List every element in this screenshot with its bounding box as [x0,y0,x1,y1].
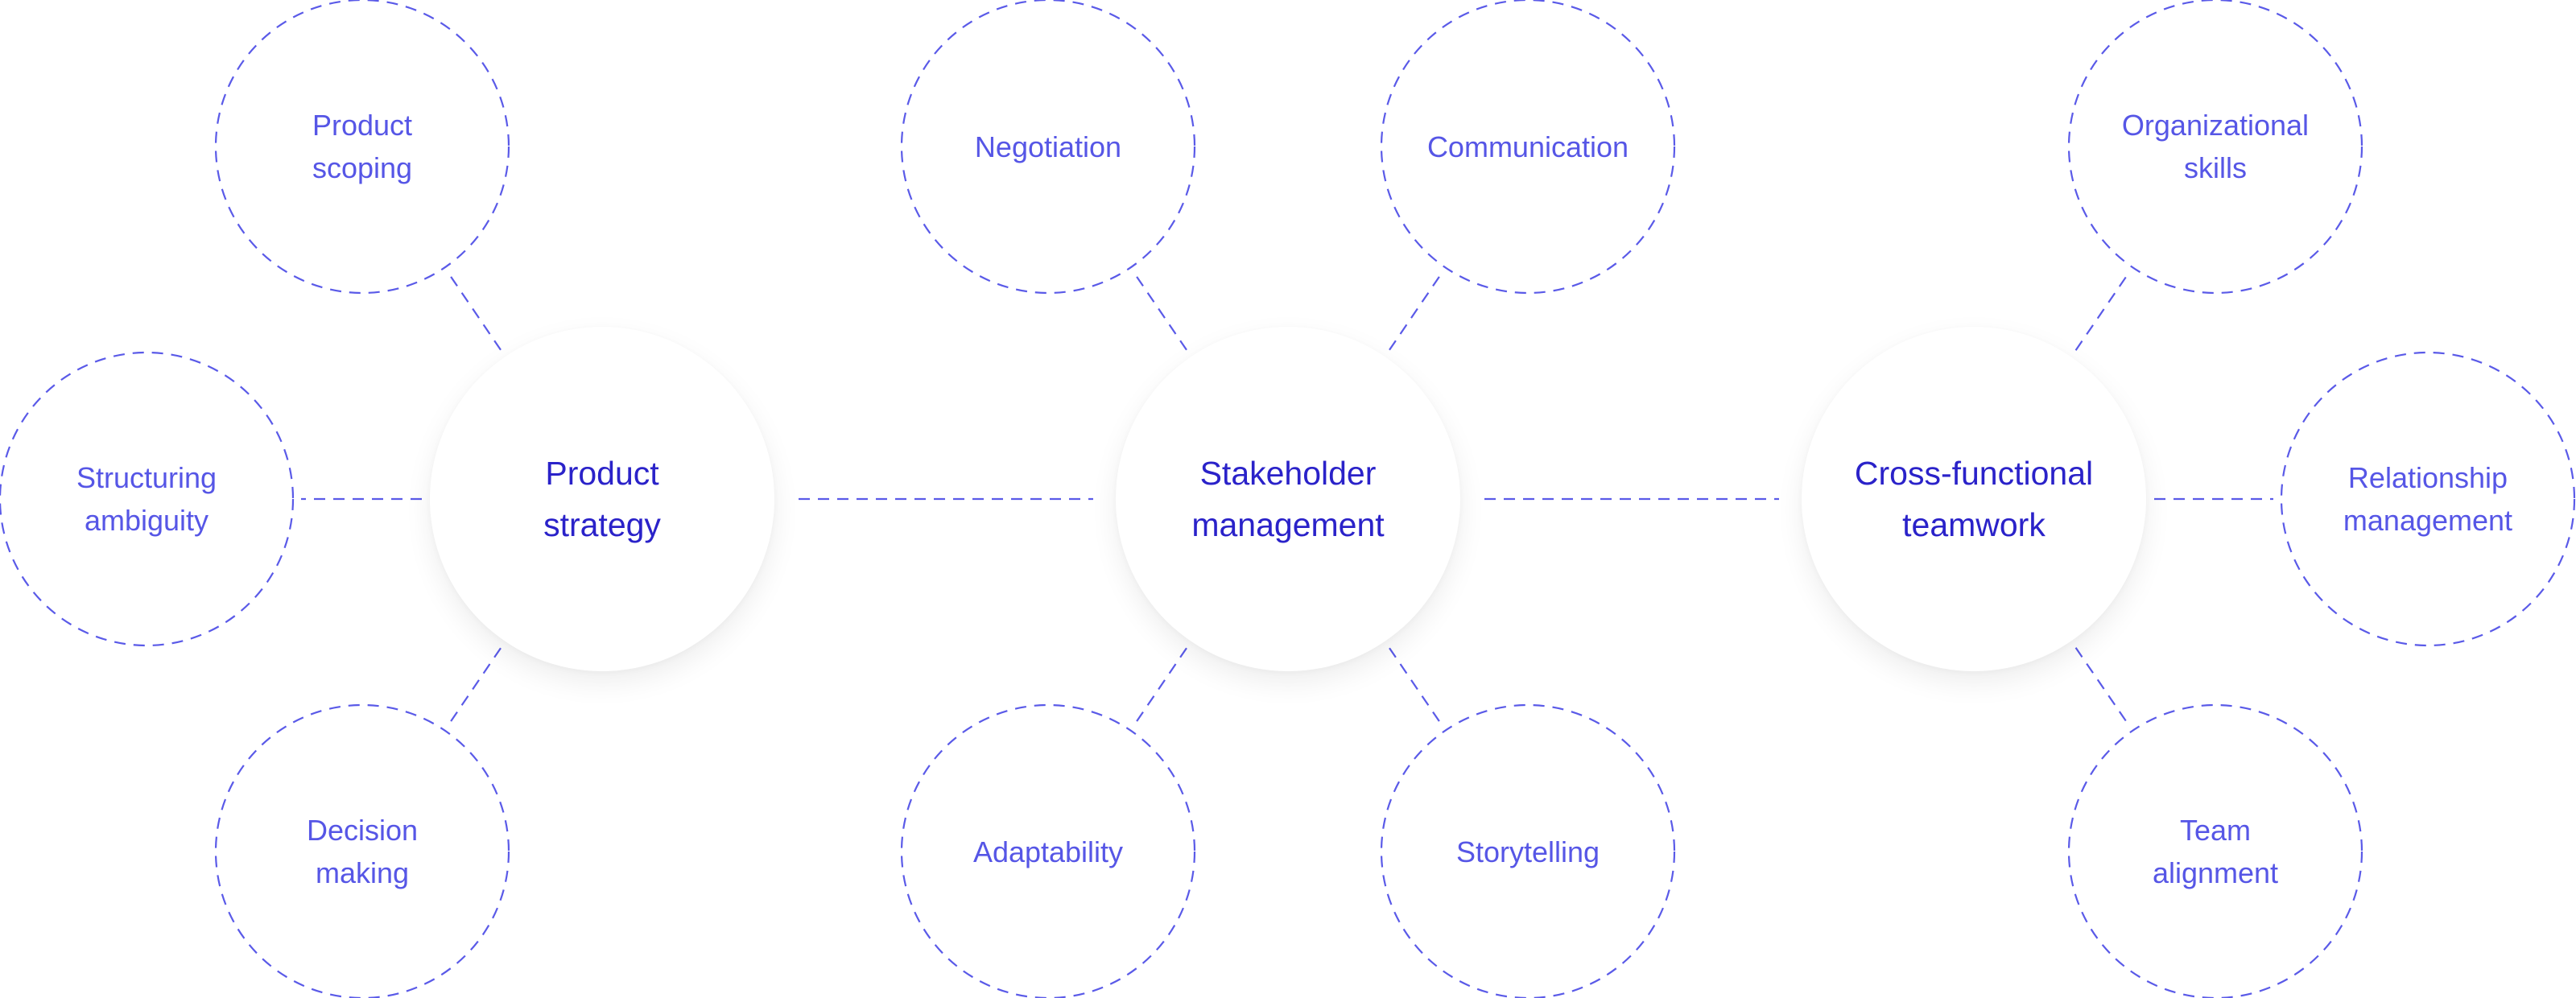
spoke-connector [1134,274,1187,351]
hub-label-line: Stakeholder [1199,455,1377,492]
skill-circle-outline [1380,0,1676,295]
skill-node: Organizational skills [2069,0,2362,293]
skill-label-line: Decision [306,814,419,847]
skill-label-line: scoping [312,151,413,184]
skill-node: Communication [1381,0,1674,293]
skill-label: Communication [1427,126,1629,168]
skill-node: Product scoping [216,0,509,293]
hub-label-line: strategy [543,506,661,543]
hub-label: Stakeholder management [1191,447,1384,551]
skill-label: Team alignment [2153,809,2278,894]
spoke-connector [448,647,502,724]
skill-label-line: alignment [2152,856,2279,889]
skill-label: Adaptability [973,831,1123,873]
skill-label: Product scoping [312,104,412,189]
spoke-connector [2074,647,2129,725]
skill-label-line: Adaptability [972,835,1124,868]
skill-label: Structuring ambiguity [76,456,217,542]
skill-label-line: Relationship [2347,461,2508,494]
skill-label-line: management [2343,504,2513,537]
skill-label: Storytelling [1456,831,1600,873]
skill-node: Team alignment [2069,705,2362,998]
skill-label-line: Structuring [76,461,217,494]
hub-node: Product strategy [430,327,774,671]
skill-label-line: Organizational [2121,109,2310,142]
spoke-connector [1389,647,1442,724]
skill-label-line: ambiguity [84,504,209,537]
skill-label: Decision making [307,809,418,894]
hub-label-line: Cross-functional [1854,455,2094,492]
skill-circle-outline [900,0,1196,295]
skill-circle-outline [1380,703,1676,998]
skill-circle-outline [0,351,295,647]
hub-node: Cross-functional teamwork [1802,327,2146,671]
skill-node: Adaptability [902,705,1195,998]
skill-circle-outline [214,0,510,295]
skill-circle-outline [2280,351,2576,647]
spoke-connector [2074,273,2129,351]
skill-label: Organizational skills [2122,104,2309,189]
skill-label-line: skills [2183,151,2247,184]
skill-label-line: Negotiation [974,130,1122,163]
skill-circle-outline [2067,703,2363,998]
spoke-connector [1389,274,1442,351]
skill-node: Decision making [216,705,509,998]
hub-label-line: management [1191,506,1385,543]
spoke-connector [448,274,502,351]
skill-label: Negotiation [975,126,1121,168]
skill-node: Negotiation [902,0,1195,293]
skill-label-line: making [315,856,410,889]
skill-label-line: Team [2179,814,2252,847]
skill-circle-outline [214,703,510,998]
skill-label-line: Storytelling [1455,835,1600,868]
skill-label: Relationship management [2343,456,2512,542]
hub-label: Product strategy [543,447,661,551]
spoke-connector [1134,647,1187,724]
skill-node: Structuring ambiguity [0,353,293,645]
skill-label-line: Product [312,109,413,142]
skill-circle-outline [2067,0,2363,295]
skill-circle-outline [900,703,1196,998]
skill-node: Relationship management [2281,353,2574,645]
hub-label-line: Product [545,455,659,492]
hub-label-line: teamwork [1902,506,2046,543]
hub-label: Cross-functional teamwork [1855,447,2093,551]
skill-node: Storytelling [1381,705,1674,998]
hub-node: Stakeholder management [1116,327,1460,671]
skill-label-line: Communication [1426,130,1629,163]
